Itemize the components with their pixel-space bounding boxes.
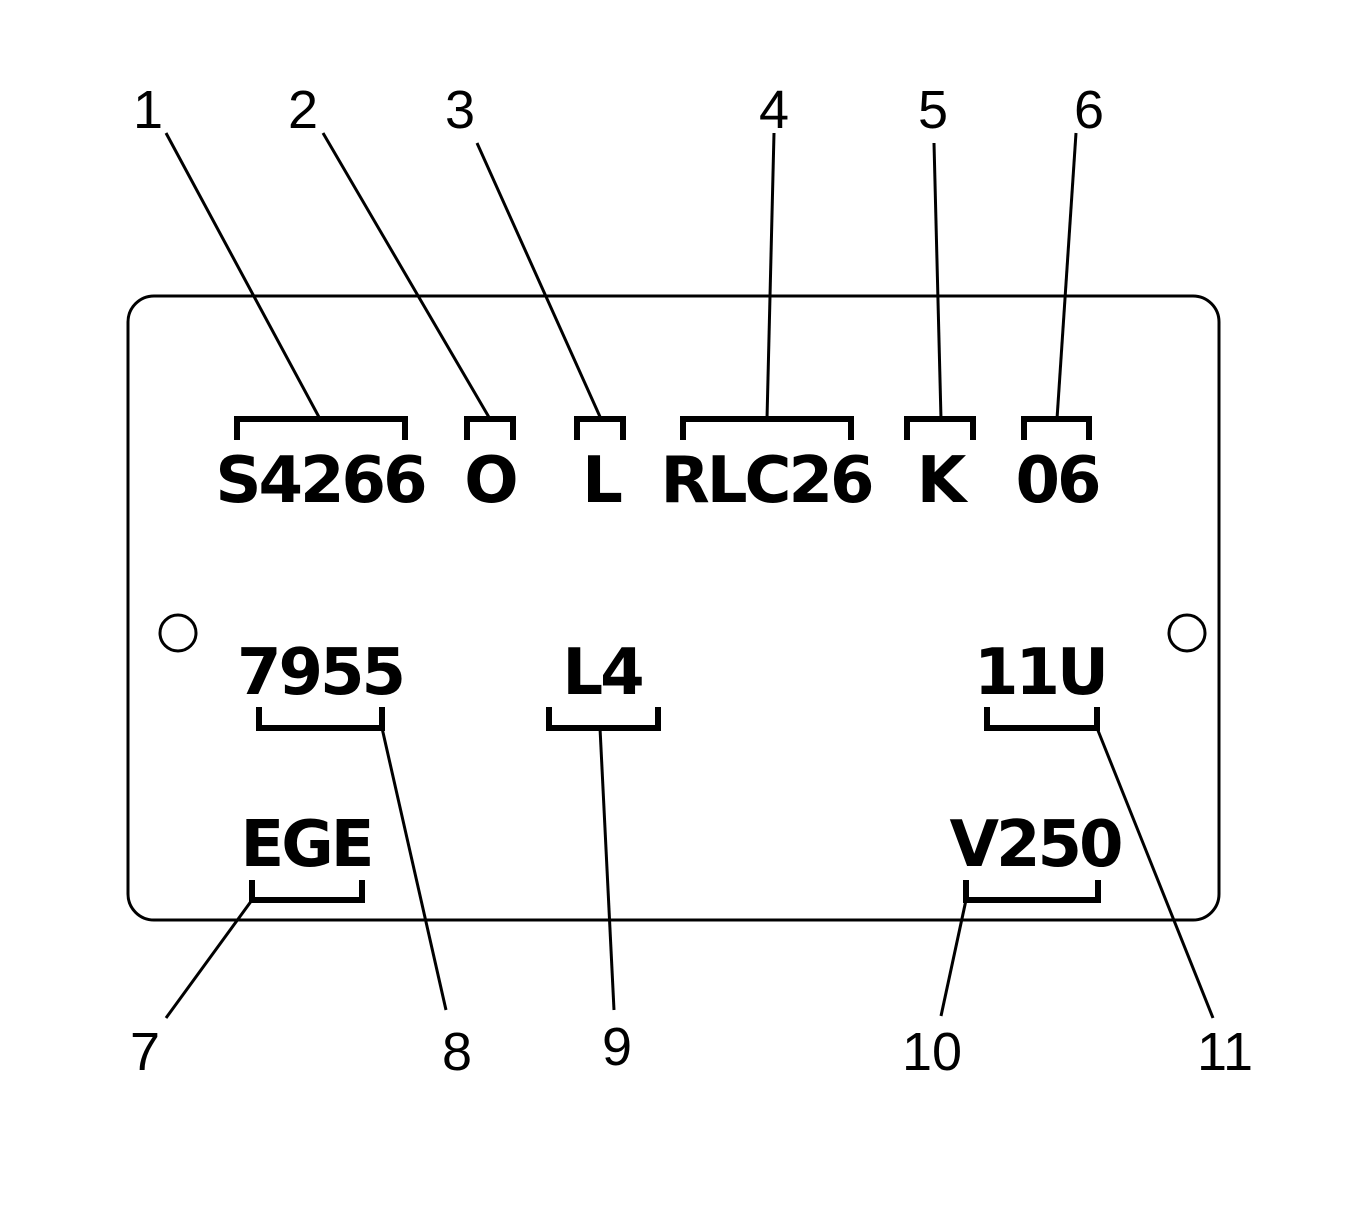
code-text: 7955 [237, 636, 403, 710]
callout-number: 3 [445, 80, 475, 140]
bracket [984, 707, 1100, 731]
bracket [1021, 416, 1092, 440]
callout-number: 11 [1197, 1022, 1253, 1082]
leader-line [321, 132, 492, 420]
bracket [963, 880, 1101, 903]
bracket [904, 416, 976, 440]
leader-line [164, 899, 254, 1019]
plate-outline [126, 294, 1221, 922]
leader-line [164, 132, 322, 420]
code-text: 11U [974, 636, 1106, 710]
bracket [574, 416, 626, 440]
leader-line [932, 142, 943, 420]
callout-number: 1 [133, 80, 163, 140]
callout-number: 2 [288, 80, 318, 140]
callout-number: 9 [602, 1017, 632, 1077]
code-text: 06 [1015, 444, 1099, 518]
bracket [546, 707, 661, 731]
leader-line [765, 132, 776, 420]
code-text: L [582, 444, 622, 518]
code-text: RLC26 [660, 444, 872, 518]
leader-line [380, 727, 448, 1011]
callout-number: 8 [442, 1022, 472, 1082]
leader-line [475, 142, 603, 420]
leader-line [1055, 132, 1078, 420]
mounting-hole-right [1167, 613, 1207, 653]
callout-number: 7 [130, 1022, 160, 1082]
callout-number: 5 [918, 80, 948, 140]
bracket [464, 416, 516, 440]
code-text: O [464, 444, 516, 518]
code-text: V250 [949, 808, 1121, 882]
code-text: S4266 [215, 444, 425, 518]
code-text: K [917, 444, 969, 518]
bracket [249, 880, 365, 903]
bracket [256, 707, 385, 731]
leader-line [598, 727, 616, 1011]
callout-number: 6 [1074, 80, 1104, 140]
callout-number: 10 [902, 1022, 962, 1082]
code-text: L4 [562, 636, 642, 710]
leader-line [1095, 727, 1215, 1019]
bracket [680, 416, 854, 440]
code-text: EGE [241, 808, 372, 882]
callout-number: 4 [759, 80, 789, 140]
mounting-hole-left [158, 613, 198, 653]
bracket [234, 416, 408, 440]
leader-line [939, 899, 968, 1017]
